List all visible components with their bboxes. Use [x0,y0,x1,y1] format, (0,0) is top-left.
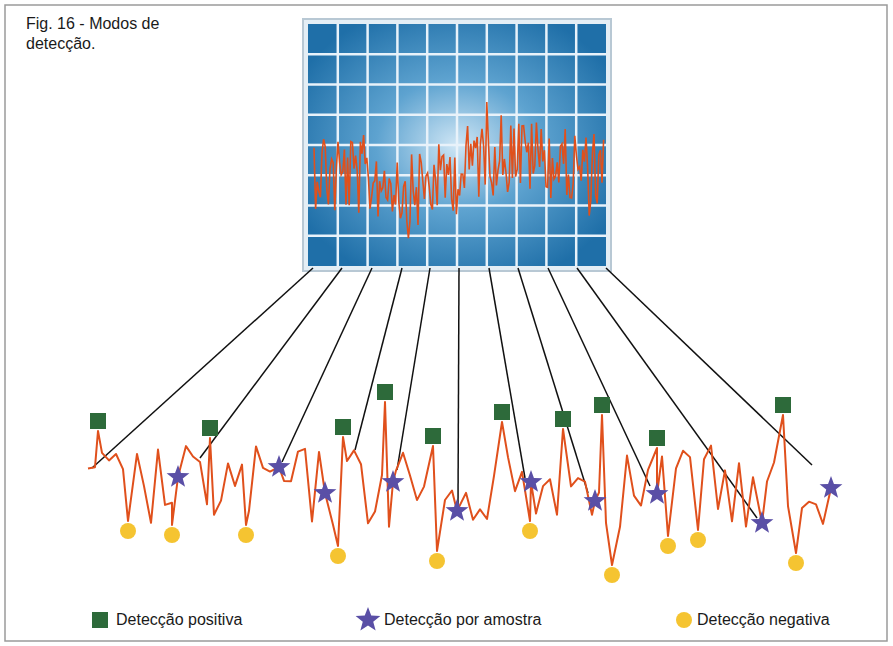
sample-marker [646,482,669,504]
leader-lines [92,268,812,518]
sample-marker [268,455,291,477]
leader-line [548,268,650,486]
legend-swatch [92,612,108,628]
leader-line [200,268,342,458]
sample-marker [751,511,774,533]
positive-marker [90,413,106,429]
grid-line [308,114,606,117]
positive-marker [425,428,441,444]
grid-line [308,174,606,177]
sample-marker [820,476,843,498]
negative-marker [164,527,180,543]
negative-marker [788,555,804,571]
positive-marker [202,420,218,436]
screen [308,24,606,266]
sample-marker [520,470,543,492]
positive-marker [594,397,610,413]
negative-marker [660,538,676,554]
waveform [88,402,831,565]
leader-line [458,268,459,505]
leader-line [282,268,372,462]
legend-label: Detecção por amostra [384,610,541,630]
sample-marker [382,470,405,492]
negative-marker [604,567,620,583]
negative-marker [690,532,706,548]
negative-marker [330,548,346,564]
leader-line [606,268,812,465]
legend-star [356,607,381,631]
sample-marker [314,481,337,503]
positive-marker [494,404,510,420]
legend-label: Detecção positiva [116,610,242,630]
negative-marker [238,527,254,543]
leader-line [355,268,402,450]
detail-waveform [88,402,831,565]
negative-marker [522,523,538,539]
sample-marker [167,465,190,487]
legend-label: Detecção negativa [697,610,830,630]
leader-line [518,268,588,493]
screen-grid [308,24,606,266]
sample-marker [446,499,469,521]
sample-marker [584,489,607,511]
legend-swatch [676,612,692,628]
grid-line [308,83,606,86]
leader-line [92,268,313,468]
positive-marker [555,411,571,427]
detection-markers [90,384,842,583]
screen-bezel [303,19,611,271]
positive-marker [377,384,393,400]
grid-line [308,235,606,238]
figure-title: Fig. 16 - Modos de detecção. [26,14,186,54]
positive-marker [335,419,351,435]
positive-marker [775,397,791,413]
negative-marker [120,523,136,539]
noise-trace [314,102,604,238]
screen-trace [314,102,604,238]
negative-marker [429,553,445,569]
grid-line [308,53,606,56]
positive-marker [649,430,665,446]
figure-frame [5,5,887,641]
